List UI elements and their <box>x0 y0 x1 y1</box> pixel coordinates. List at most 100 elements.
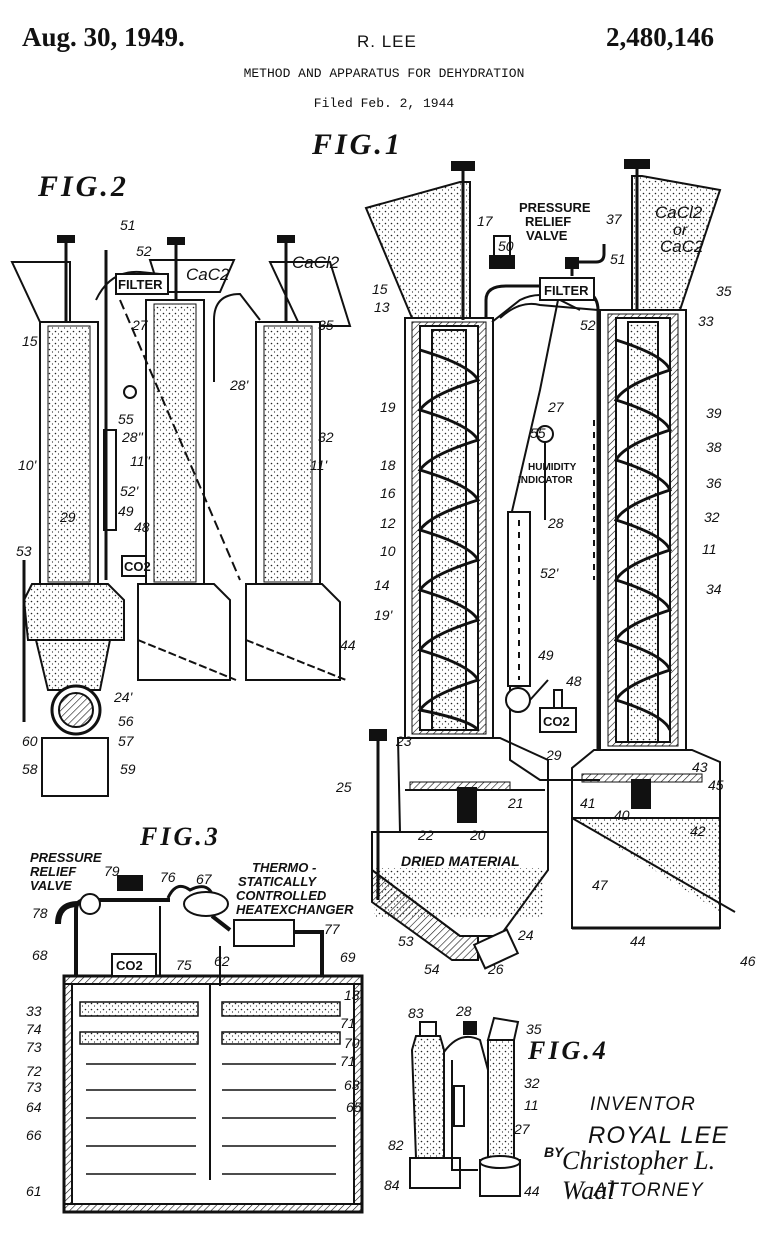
ref-label: 11'' <box>130 453 151 469</box>
ref-label: 57 <box>118 733 135 749</box>
ref-label: 12 <box>380 515 396 531</box>
ref-label: 61 <box>26 1183 42 1199</box>
ref-label: 28 <box>455 1003 472 1019</box>
ref-label: 71 <box>340 1053 356 1069</box>
fig3-drawing <box>55 875 364 1214</box>
fig1-cac2-label: CaC2 <box>660 237 704 256</box>
ref-label: 70 <box>344 1035 360 1051</box>
patent-title: METHOD AND APPARATUS FOR DEHYDRATION <box>243 66 525 81</box>
fig3-thermo-1: THERMO - <box>252 860 316 875</box>
ref-label: 48 <box>134 519 150 535</box>
ref-label: 44 <box>630 933 646 949</box>
ref-label: 24 <box>517 927 534 943</box>
ref-label: 40 <box>614 807 630 823</box>
ref-label: 27 <box>513 1121 531 1137</box>
ref-label: 21 <box>507 795 524 811</box>
ref-label: 28' <box>229 377 250 393</box>
inventor-header: R. LEE <box>357 32 417 51</box>
fig4-text: 83 28 35 32 11 27 82 84 44 <box>384 1003 542 1199</box>
ref-label: 27 <box>547 399 565 415</box>
ref-label: 48 <box>566 673 582 689</box>
ref-label: 14 <box>374 577 390 593</box>
by-label: BY <box>544 1144 564 1160</box>
ref-label: 15 <box>372 281 388 297</box>
fig2-text: FILTER CaC2 CaCl2 CO2 51 52 15 27 35 28'… <box>16 217 356 777</box>
ref-label: 32 <box>524 1075 540 1091</box>
ref-label: 50 <box>498 238 514 254</box>
ref-label: 25 <box>335 779 352 795</box>
fig1-filter-label: FILTER <box>544 283 589 298</box>
ref-label: 73 <box>26 1039 42 1055</box>
ref-label: 45 <box>708 777 724 793</box>
ref-label: 43 <box>692 759 708 775</box>
fig1-co2-label: CO2 <box>543 714 570 729</box>
ref-label: 19 <box>380 399 396 415</box>
figure-4-label: FIG.4 <box>528 1036 609 1065</box>
ref-label: 65 <box>346 1099 362 1115</box>
fig3-thermo-3: CONTROLLED <box>236 888 327 903</box>
ref-label: 71 <box>340 1015 356 1031</box>
fig2-co2-label: CO2 <box>124 559 151 574</box>
ref-label: 49 <box>118 503 134 519</box>
ref-label: 29 <box>545 747 562 763</box>
ref-label: 77 <box>324 921 341 937</box>
ref-label: 55 <box>118 411 134 427</box>
ref-label: 69 <box>340 949 356 965</box>
ref-label: 28'' <box>121 429 144 445</box>
ref-label: 10' <box>18 457 38 473</box>
ref-label: 38 <box>706 439 722 455</box>
ref-label: 54 <box>424 961 440 977</box>
fig2-cacl2-label: CaCl2 <box>292 253 340 272</box>
ref-label: 74 <box>26 1021 42 1037</box>
fig1-or-label: or <box>673 222 688 239</box>
ref-label: 34 <box>706 581 722 597</box>
attorney-label: ATTORNEY <box>594 1180 704 1201</box>
ref-label: 33 <box>698 313 714 329</box>
fig1-cacl2-label: CaCl2 <box>655 203 703 222</box>
fig3-relief-label: RELIEF <box>30 864 77 879</box>
ref-label: 62 <box>214 953 230 969</box>
ref-label: 52' <box>540 565 560 581</box>
ref-label: 63 <box>344 1077 360 1093</box>
ref-label: 72 <box>26 1063 42 1079</box>
figure-3-label: FIG.3 <box>140 822 221 851</box>
ref-label: 19' <box>374 607 394 623</box>
ref-label: 66 <box>26 1127 42 1143</box>
ref-label: 78 <box>32 905 48 921</box>
ref-label: 49 <box>538 647 554 663</box>
fig3-thermo-4: HEATEXCHANGER <box>236 902 354 917</box>
ref-label: 28 <box>547 515 564 531</box>
ref-label: 52 <box>136 243 152 259</box>
fig3-valve-label: VALVE <box>30 878 72 893</box>
ref-label: 55 <box>530 425 546 441</box>
inventor-name: ROYAL LEE <box>588 1122 729 1149</box>
ref-label: 52 <box>580 317 596 333</box>
ref-label: 11' <box>310 457 329 473</box>
ref-label: 76 <box>160 869 176 885</box>
fig2-filter-label: FILTER <box>118 277 163 292</box>
figure-2-label: FIG.2 <box>38 170 129 203</box>
ref-label: 46 <box>740 953 756 969</box>
ref-label: 67 <box>196 871 213 887</box>
fig1-pressure-label: PRESSURE <box>519 200 591 215</box>
fig1-valve-label: VALVE <box>526 228 568 243</box>
fig1-humidity-label: HUMIDITY <box>528 462 577 473</box>
inventor-label: INVENTOR <box>590 1094 696 1115</box>
ref-label: 32 <box>318 429 334 445</box>
attorney-signature: Christopher L. Waal <box>562 1146 716 1205</box>
fig1-indicator-label: INDICATOR <box>518 475 573 486</box>
fig3-thermo-2: STATICALLY <box>238 874 317 889</box>
ref-label: 27 <box>131 317 149 333</box>
ref-label: 26 <box>487 961 504 977</box>
ref-label: 35 <box>318 317 334 333</box>
ref-label: 29 <box>59 509 76 525</box>
fig1-drawing <box>364 159 736 970</box>
ref-label: 20 <box>469 827 486 843</box>
ref-label: 84 <box>384 1177 400 1193</box>
ref-label: 44 <box>524 1183 540 1199</box>
ref-label: 58 <box>22 761 38 777</box>
ref-label: 22 <box>417 827 434 843</box>
ref-label: 35 <box>716 283 732 299</box>
fig3-pressure-label: PRESSURE <box>30 850 102 865</box>
